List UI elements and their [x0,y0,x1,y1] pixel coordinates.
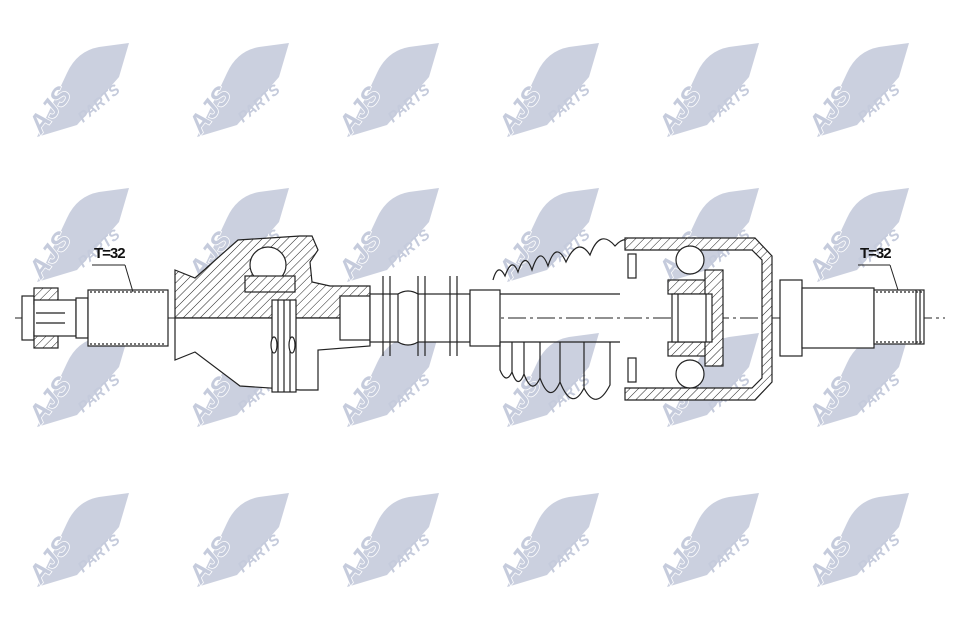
right-boot [492,238,629,400]
left-spline-annotation: T=32 [92,245,134,293]
right-cv-joint [624,237,803,401]
left-spline-end [21,287,169,349]
right-spline-end [801,287,925,349]
left-spline-label: T=32 [94,245,125,262]
right-spline-annotation: T=32 [858,245,899,291]
right-spline-label: T=32 [860,245,891,262]
shaft-middle [369,276,501,356]
left-cv-joint [174,235,371,393]
